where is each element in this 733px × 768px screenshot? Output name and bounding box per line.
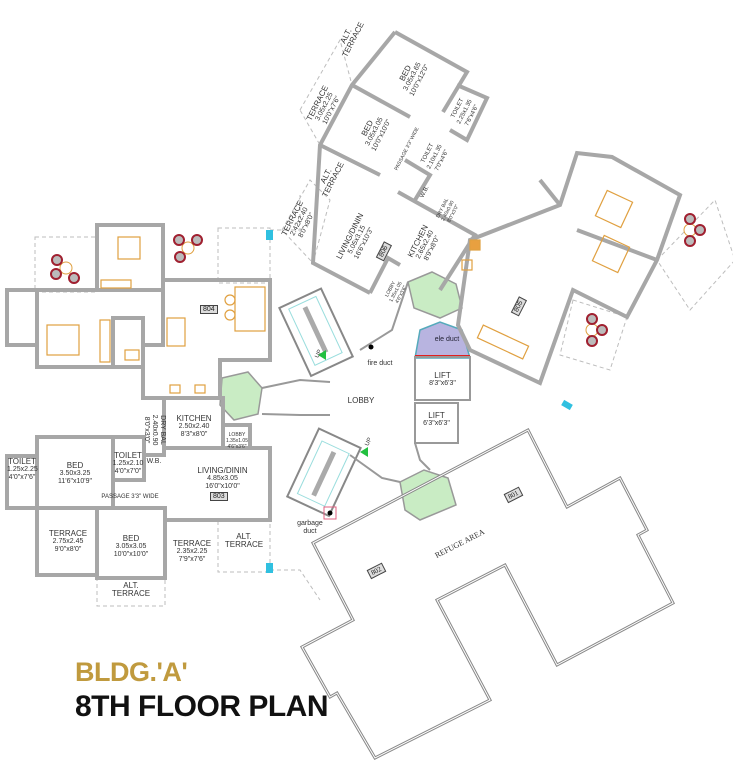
refuge-area-inner <box>301 429 674 759</box>
label-wb-803: W.B. <box>146 458 162 465</box>
chair-sets <box>50 213 706 347</box>
stair-upper <box>278 287 355 378</box>
garbage-duct-box <box>323 506 337 520</box>
marker-cyan <box>266 563 273 573</box>
garbage-duct-marker <box>327 510 333 516</box>
marker-cyan <box>266 230 273 240</box>
floor-title: 8TH FLOOR PLAN <box>75 690 329 723</box>
label-ele-duct: ele duct <box>434 336 460 343</box>
marker-cyan <box>561 399 573 411</box>
label-passage-803: PASSAGE 3'3" WIDE <box>101 494 159 500</box>
lobby-walls <box>261 281 471 483</box>
stair-lower <box>285 427 362 518</box>
fire-duct-marker <box>368 344 374 350</box>
walls-left-flats <box>5 223 272 580</box>
building-title: BLDG.'A' <box>75 657 188 687</box>
room-alt-terrace-803a: ALT.TERRACE <box>224 532 264 549</box>
up-arrow-icon <box>318 350 326 360</box>
walls-top-flat <box>310 30 490 295</box>
furniture-left <box>46 236 266 394</box>
room-alt-terrace-803b: ALT.TERRACE <box>111 581 151 598</box>
unit-number-804: 804 <box>200 305 218 314</box>
unit-number-803: 803 <box>210 492 228 501</box>
furniture-right <box>461 189 634 360</box>
label-lobby: LOBBY <box>347 396 375 405</box>
label-fire-duct: fire duct <box>367 360 393 367</box>
up-arrow-icon <box>360 447 368 457</box>
walls-right-flat <box>455 150 683 386</box>
lobby-green-areas <box>219 271 463 521</box>
